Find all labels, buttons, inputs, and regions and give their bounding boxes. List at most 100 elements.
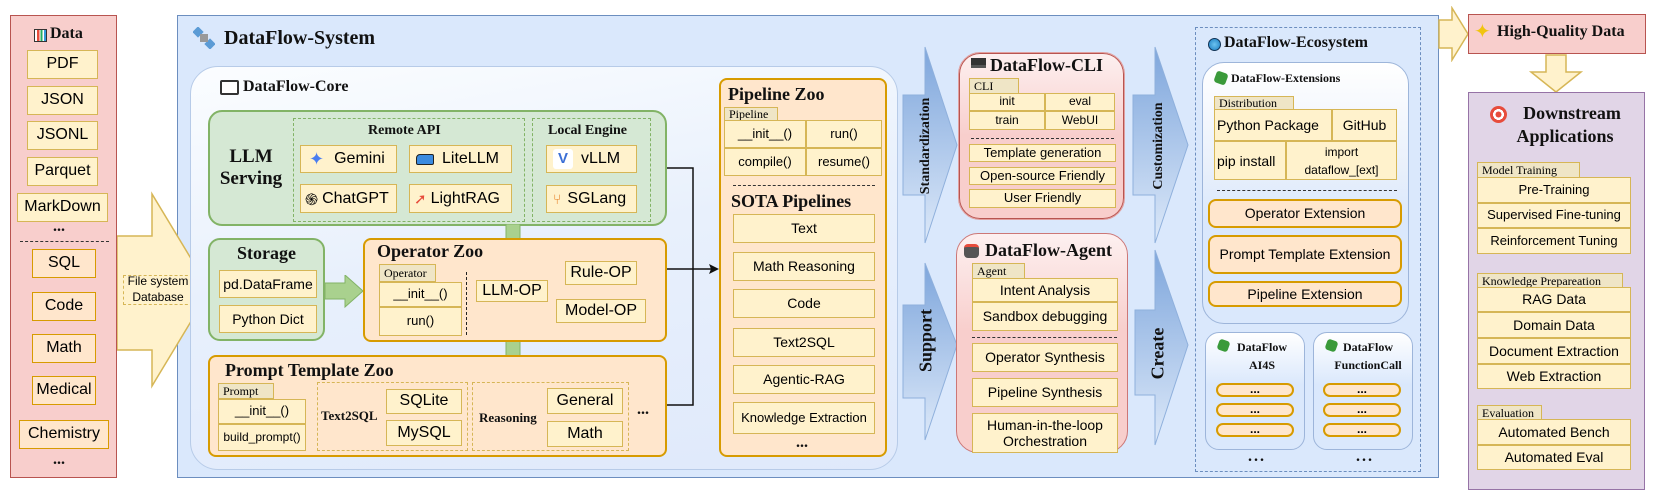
downstream-item: Supervised Fine-tuning	[1477, 203, 1631, 228]
bar-chart-icon	[34, 29, 47, 42]
model-op: Model-OP	[556, 299, 646, 323]
functioncall-placeholder: ...	[1323, 422, 1401, 437]
format-markdown: MarkDown	[17, 193, 108, 222]
sparkles-icon: ✦	[1474, 21, 1491, 43]
text2sql-group	[317, 382, 468, 451]
ai4s-more: ...	[1248, 448, 1266, 465]
extensions-title: DataFlow-Extensions	[1231, 71, 1341, 85]
functioncall-more: ...	[1356, 448, 1374, 465]
gemini-item: ✦Gemini	[300, 145, 397, 173]
create-label: Create	[1147, 327, 1168, 380]
prompt-zoo-title: Prompt Template Zoo	[225, 360, 394, 380]
extensions-panel	[1202, 62, 1409, 324]
functioncall-title: DataFlow FunctionCall	[1334, 340, 1402, 372]
create-arrow	[1134, 249, 1189, 446]
flow-arrows	[902, 46, 1189, 446]
cli-webui: WebUI	[1045, 111, 1115, 130]
cli-template-generation: Template generation	[969, 144, 1116, 162]
dist-python-package: Python Package	[1214, 109, 1332, 141]
agent-title: DataFlow-Agent	[985, 240, 1112, 260]
evaluation-tab: Evaluation	[1477, 405, 1542, 421]
core-title: DataFlow-Core	[243, 78, 349, 95]
downstream-item: Document Extraction	[1477, 338, 1631, 364]
downstream-item: Reinforcement Tuning	[1477, 228, 1631, 254]
cli-open-source-friendly: Open-source Friendly	[969, 167, 1116, 185]
domain-code: Code	[32, 292, 96, 321]
local-engine-group	[532, 118, 651, 222]
downstream-title: Downstream Applications	[1516, 103, 1621, 146]
cli-tab: CLI	[969, 78, 1019, 94]
litellm-item: LiteLLM	[409, 145, 512, 173]
agent-pipeline-synthesis: Pipeline Synthesis	[972, 378, 1118, 407]
standardization-arrow	[902, 46, 958, 244]
text2sql-label: Text2SQL	[321, 408, 378, 423]
support-label: Support	[915, 308, 936, 373]
rocket-icon: ➚	[414, 190, 427, 208]
robot-icon	[964, 244, 979, 258]
pipeline-extension: Pipeline Extension	[1208, 281, 1402, 307]
downstream-item: Domain Data	[1477, 312, 1631, 338]
sglang-label: SGLang	[567, 190, 627, 207]
pipeline-text2sql: Text2SQL	[733, 328, 875, 357]
chatgpt-icon: ֍	[305, 191, 319, 209]
pipeline-knowledge-extraction: Knowledge Extraction	[733, 402, 875, 434]
sqlite-item: SQLite	[386, 389, 462, 414]
book-icon	[220, 80, 239, 95]
storage-title: Storage	[237, 243, 296, 263]
high-quality-data-title: High-Quality Data	[1497, 23, 1625, 40]
prompt-template-extension: Prompt Template Extension	[1208, 235, 1402, 274]
remote-api-group	[293, 118, 525, 222]
rule-op: Rule-OP	[565, 261, 637, 285]
input-arrow	[117, 191, 211, 389]
agent-divider	[972, 337, 1117, 338]
pipeline-math-reasoning: Math Reasoning	[733, 252, 875, 281]
functioncall-placeholder: ...	[1323, 382, 1401, 397]
cli-init: init	[969, 93, 1045, 111]
prompt-ellipsis: ...	[637, 401, 649, 418]
pipeline-zoo-title: Pipeline Zoo	[728, 84, 825, 104]
agent-operator-synthesis: Operator Synthesis	[972, 343, 1118, 372]
llm-serving-title: LLM Serving	[219, 146, 283, 189]
laptop-icon	[971, 58, 986, 68]
globe-icon	[1208, 38, 1221, 51]
llm-op: LLM-OP	[476, 280, 548, 302]
dist-github: GitHub	[1332, 109, 1397, 141]
pipeline-compile: compile()	[724, 148, 806, 176]
format-json: JSON	[27, 86, 98, 115]
ai4s-title: DataFlow AI4S	[1237, 340, 1287, 372]
data-divider	[20, 241, 109, 242]
data-panel	[10, 15, 117, 478]
customization-label: Customization	[1151, 102, 1166, 190]
core-to-pipeline-connector	[667, 167, 719, 406]
cli-divider	[971, 138, 1114, 139]
remote-api-title: Remote API	[368, 123, 441, 138]
cli-eval: eval	[1045, 93, 1115, 111]
lightrag-label: LightRAG	[430, 189, 500, 207]
agent-intent-analysis: Intent Analysis	[972, 278, 1118, 302]
sglang-icon: ⑂	[553, 191, 562, 207]
domain-math: Math	[32, 334, 96, 363]
downstream-item: Automated Bench	[1477, 419, 1631, 445]
target-icon	[1490, 106, 1507, 123]
operator-tab: Operator	[379, 264, 436, 282]
vllm-icon: V	[553, 149, 573, 169]
distribution-tab: Distribution	[1214, 96, 1294, 110]
gemini-label: Gemini	[334, 150, 385, 167]
reasoning-general: General	[547, 388, 623, 414]
model-training-tab: Model Training	[1477, 162, 1580, 178]
domain-chemistry: Chemistry	[19, 420, 109, 449]
prompt-init: __init__()	[218, 399, 306, 424]
prompt-tab: Prompt	[218, 383, 274, 399]
format-jsonl: JSONL	[27, 121, 98, 150]
reasoning-group	[472, 382, 629, 451]
pipeline-agentic-rag: Agentic-RAG	[733, 365, 875, 394]
storage-to-operator-arrow	[325, 275, 364, 309]
operator-divider	[466, 272, 467, 335]
support-arrow	[902, 262, 958, 441]
cli-title: DataFlow-CLI	[990, 55, 1103, 75]
reasoning-label: Reasoning	[479, 410, 537, 425]
operator-init: __init__()	[379, 282, 462, 307]
agent-human-in-the-loop: Human-in-the-loop Orchestration	[972, 413, 1118, 453]
format-pdf: PDF	[27, 50, 98, 79]
